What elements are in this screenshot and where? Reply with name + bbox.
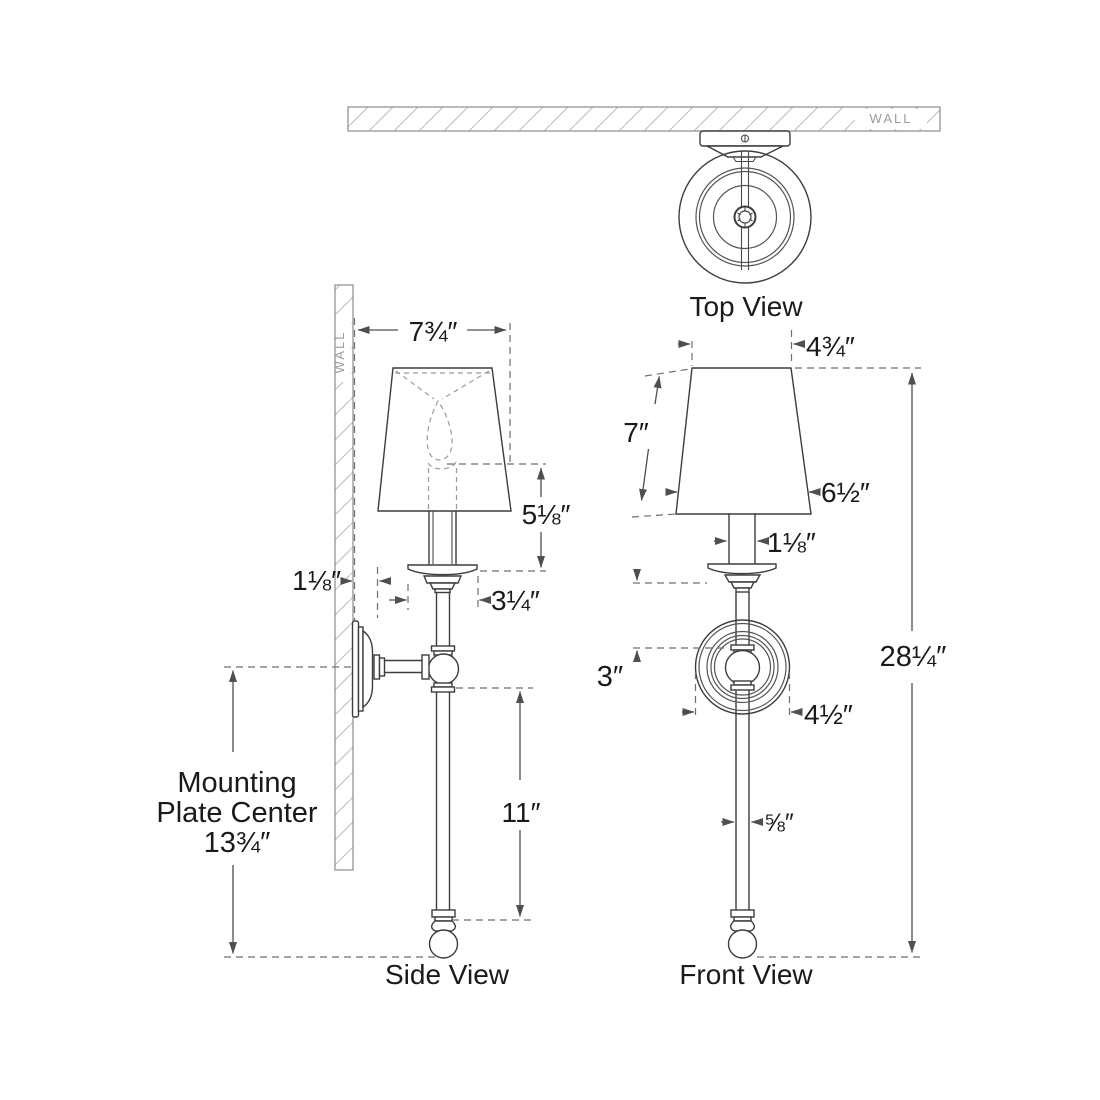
dim-wall-offset: 1⅛″	[292, 565, 391, 618]
side-shade	[377, 367, 512, 512]
top-view: WALL Top View	[347, 106, 941, 322]
upper-stem	[435, 591, 451, 647]
dim-cup-gap: 3″	[597, 569, 724, 693]
shade-outer-rim	[678, 150, 812, 284]
mounting-note-line1: Mounting	[177, 767, 296, 799]
dim-shade-bottom-width-label: 6½″	[821, 477, 870, 508]
front-view-label: Front View	[679, 959, 813, 990]
dim-mounting-center: Mounting Plate Center 13¾″	[156, 666, 438, 958]
top-view-label: Top View	[689, 291, 803, 322]
dim-wall-offset-label: 1⅛″	[292, 565, 341, 596]
dim-candle-width-label: 1⅛″	[767, 527, 816, 558]
candle-sleeve	[428, 510, 457, 565]
dim-overall-height-label: 28¼″	[880, 641, 947, 673]
dim-overall-height: 28¼″	[757, 367, 947, 958]
dim-shade-height-label: 7″	[623, 417, 649, 448]
side-wall-label: WALL	[332, 331, 347, 374]
bottom-finial	[428, 909, 459, 959]
dim-shade-depth-label: 7¾″	[409, 316, 458, 347]
candle-silhouette	[395, 370, 490, 510]
front-bobeche	[707, 563, 777, 593]
front-candle-sleeve	[728, 513, 756, 564]
shade-inner-rim-inner	[698, 170, 792, 264]
side-wall-label-backing	[336, 320, 352, 382]
top-wall	[347, 106, 941, 132]
dim-candle-to-cup: 5⅛″	[447, 463, 571, 572]
front-finial	[727, 909, 758, 959]
bobeche-cup	[407, 564, 478, 594]
dim-cup-gap-label: 3″	[597, 661, 623, 693]
dim-shade-height: 7″	[623, 368, 691, 518]
dim-lower-stem: 11″	[452, 687, 541, 921]
mounting-note-value: 13¾″	[204, 827, 271, 859]
wall-arm	[373, 654, 430, 680]
dim-stem-width-label: ⅝″	[764, 809, 794, 837]
top-mounting-plate	[699, 130, 791, 163]
side-view-label: Side View	[385, 959, 510, 990]
dim-cup-width-label: 3¼″	[491, 585, 540, 616]
bobeche-top-rim	[712, 184, 778, 250]
front-shade	[675, 367, 812, 515]
dim-stem-width: ⅝″	[721, 809, 794, 837]
dim-shade-bottom-width: 6½″	[665, 477, 870, 508]
top-center-knob	[733, 205, 757, 229]
dim-cup-width: 3¼″	[389, 576, 540, 616]
top-wall-label-backing	[855, 109, 927, 129]
top-wall-label: WALL	[870, 111, 913, 126]
dim-candle-width: 1⅛″	[714, 527, 816, 558]
dim-shade-top-width: 4¾″	[678, 330, 855, 366]
front-backplate	[694, 619, 791, 715]
front-stem	[735, 591, 750, 911]
dim-backplate-diameter: 4½″	[682, 672, 853, 730]
front-view: 4¾″ 7″ 6½″ 1⅛″ 3″	[597, 330, 947, 990]
ball-knuckle	[427, 645, 460, 693]
lower-stem	[435, 691, 451, 911]
dim-backplate-diameter-label: 4½″	[804, 699, 853, 730]
side-view: WALL	[156, 284, 571, 990]
dim-candle-to-cup-label: 5⅛″	[522, 499, 571, 530]
mounting-note-line2: Plate Center	[156, 797, 318, 829]
dim-shade-top-width-label: 4¾″	[806, 331, 855, 362]
top-shade-rings	[678, 150, 812, 284]
dim-shade-depth: 7¾″	[357, 316, 511, 464]
dim-lower-stem-label: 11″	[502, 797, 541, 828]
shade-inner-rim-outer	[695, 167, 795, 267]
wall-backplate-side	[351, 620, 374, 718]
